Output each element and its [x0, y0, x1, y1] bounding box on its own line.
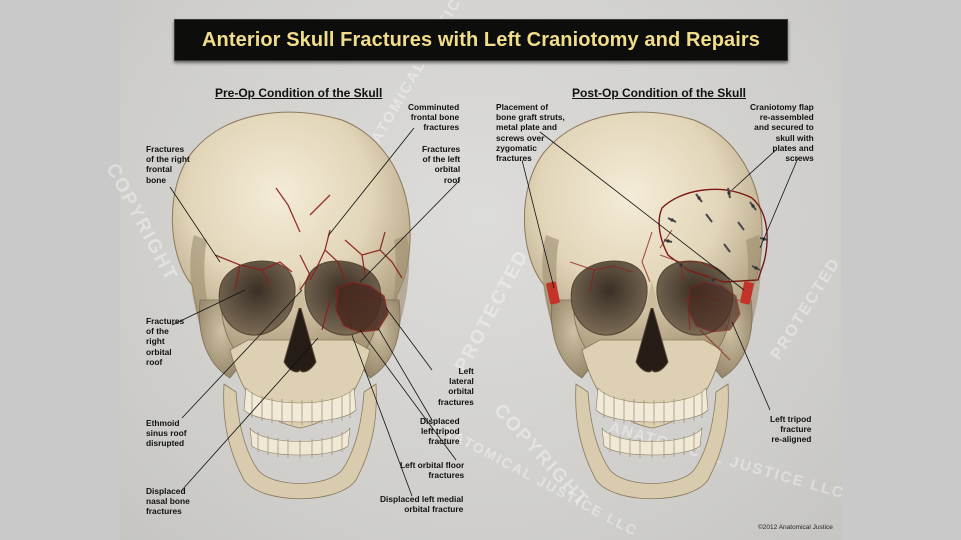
post-op-fractures — [569, 229, 731, 361]
left-zygomatic-plate — [740, 281, 754, 305]
title-banner: Anterior Skull Fractures with Left Crani… — [174, 19, 788, 61]
right-zygomatic-plate — [546, 281, 560, 305]
main-title: Anterior Skull Fractures with Left Crani… — [201, 28, 761, 51]
pre-op-leader-lines — [169, 127, 461, 497]
post-op-subtitle: Post-Op Condition of the Skull — [572, 86, 746, 100]
craniotomy-screws — [666, 191, 766, 282]
copyright-notice: ©2012 Anatomical Justice — [758, 524, 833, 531]
craniotomy-flap-outline — [658, 188, 768, 283]
post-op-leader-lines — [521, 131, 799, 411]
pre-op-subtitle: Pre-Op Condition of the Skull — [215, 86, 383, 100]
pre-op-left-orbit-fracture — [335, 281, 389, 333]
